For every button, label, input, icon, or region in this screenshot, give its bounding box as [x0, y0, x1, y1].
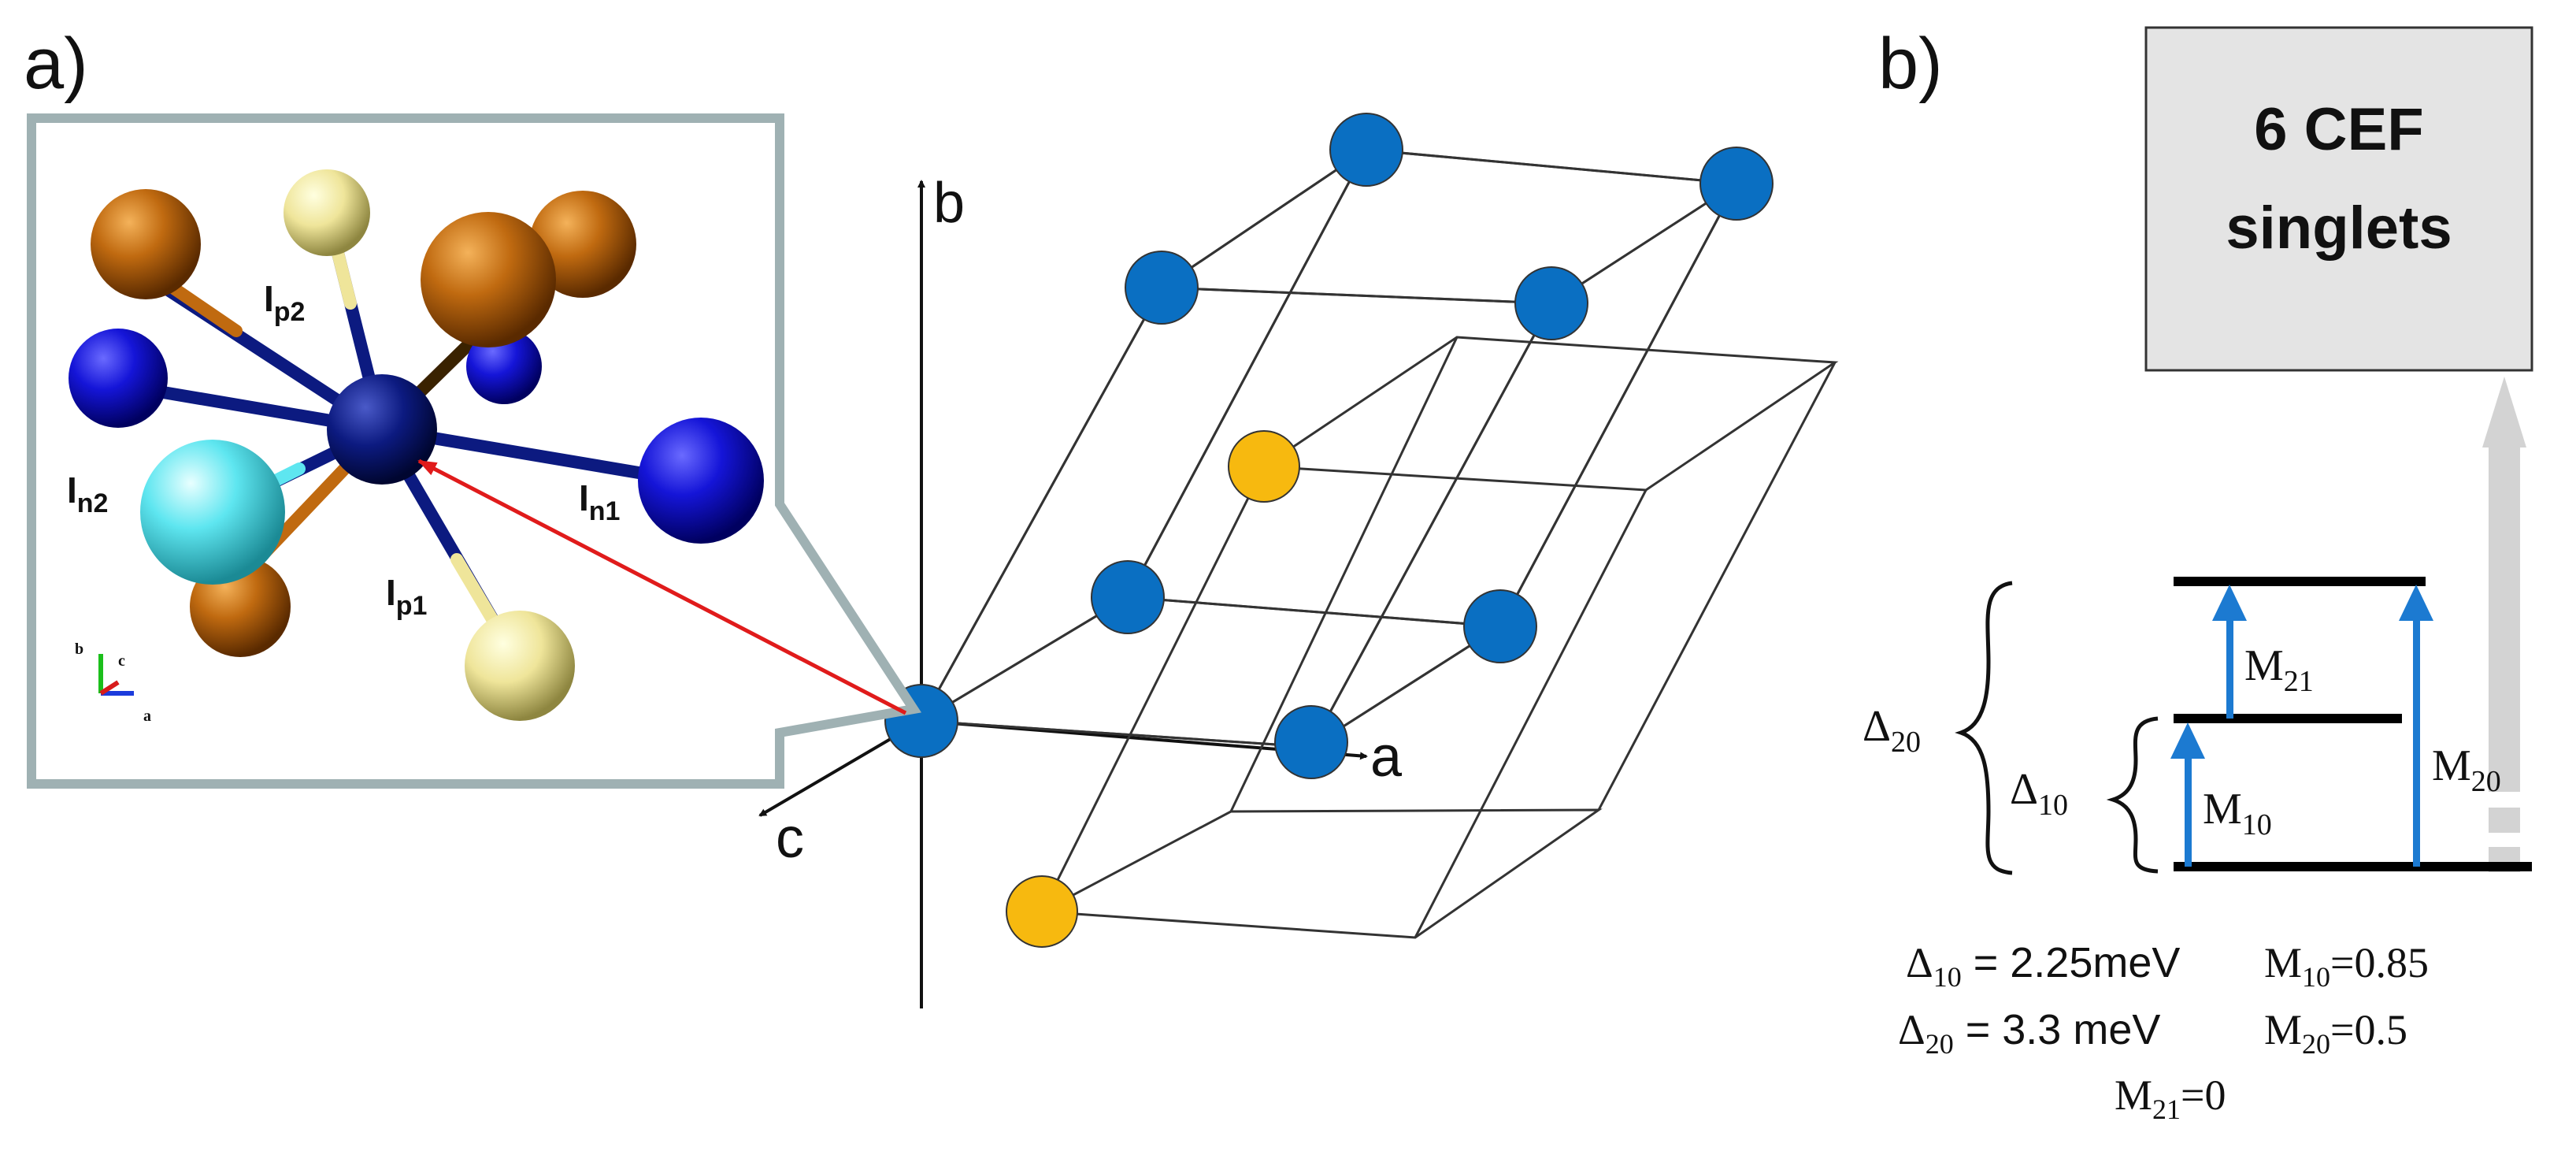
bond-label-n1: In1 — [579, 477, 620, 526]
label-m20: M20 — [2432, 741, 2501, 798]
arrow-m21-head — [2212, 585, 2247, 621]
grey-arrow-shaft — [2489, 445, 2520, 792]
label-delta20: Δ20 — [1863, 702, 1921, 759]
arrow-m10-head — [2170, 722, 2205, 759]
site-blue — [1274, 705, 1348, 779]
brace-delta10 — [2106, 716, 2159, 874]
axis-label-a: a — [1370, 726, 1403, 789]
cell-face-left — [917, 148, 1368, 725]
triad-c-arrow — [99, 680, 120, 696]
atom-blue — [466, 329, 542, 404]
grey-arrow-head — [2482, 377, 2526, 448]
grey-arrow-dash — [2489, 808, 2520, 833]
lattice-sites — [884, 113, 1774, 948]
site-blue — [1463, 589, 1537, 663]
triad-label-a: a — [143, 707, 151, 725]
cell2-face-bottom — [1037, 808, 1603, 939]
unit-cell-edges — [917, 148, 1839, 939]
cell-face-top — [1158, 148, 1740, 305]
eq-m10: M10=0.85 — [2264, 939, 2429, 993]
energy-levels — [2174, 577, 2532, 871]
grey-up-arrow — [2482, 377, 2526, 872]
arrow-m10-shaft — [2185, 752, 2192, 867]
label-delta10: Δ10 — [2010, 765, 2068, 822]
arrow-m21-shaft — [2226, 615, 2233, 719]
arrow-m20-shaft — [2413, 615, 2420, 867]
site-blue — [1091, 560, 1165, 634]
atom-cyan — [140, 440, 285, 585]
orientation-triad: b c a — [75, 641, 151, 725]
site-yellow — [1006, 875, 1078, 948]
triad-label-c: c — [118, 652, 125, 670]
eq-delta10: Δ10 = 2.25meV — [1906, 939, 2180, 993]
eq-m20: M20=0.5 — [2264, 1006, 2407, 1060]
site-blue — [1329, 113, 1403, 187]
cell-face-front — [919, 286, 1554, 748]
panel-label-a: a) — [24, 24, 88, 104]
axis-label-b: b — [933, 172, 965, 235]
site-blue — [1699, 147, 1774, 221]
label-m10: M10 — [2203, 785, 2272, 841]
atom-orange — [529, 191, 636, 298]
site-blue — [1514, 266, 1588, 340]
panel-label-b: b) — [1878, 24, 1943, 104]
atom-orange — [421, 212, 556, 347]
bond-label-p1: Ip1 — [386, 572, 427, 621]
atom-center — [327, 374, 437, 485]
atom-orange — [91, 189, 201, 299]
atom-blue — [69, 329, 168, 428]
cell2-edge-1 — [1040, 466, 1266, 912]
cell2-edge-4 — [1414, 489, 1648, 938]
bond-label-p2: Ip2 — [264, 278, 305, 327]
inset-molecule — [69, 169, 764, 721]
arrow-m20-head — [2399, 585, 2433, 621]
atom-blue — [638, 418, 764, 544]
eq-delta20: Δ20 = 3.3 meV — [1898, 1006, 2160, 1060]
cef-singlets-box — [2144, 26, 2533, 372]
cell2-edge-3 — [1597, 362, 1837, 811]
brace-delta20 — [1955, 581, 2013, 875]
site-blue — [1125, 251, 1199, 325]
eq-m21: M21=0 — [2115, 1071, 2226, 1125]
bond-label-n2: In2 — [67, 470, 108, 518]
atom-pale — [465, 611, 575, 721]
transition-arrows — [2170, 585, 2433, 867]
triad-label-b: b — [75, 641, 83, 658]
cef-box-line2: singlets — [2226, 195, 2452, 262]
label-m21: M21 — [2244, 641, 2314, 698]
cell2-edge-2 — [1229, 336, 1458, 812]
cell2-face-top — [1260, 336, 1839, 492]
site-yellow — [1228, 430, 1300, 503]
axis-label-c: c — [776, 807, 804, 870]
atom-pale — [284, 169, 370, 256]
cell-face-right — [1307, 180, 1740, 751]
red-link-arrow — [417, 459, 907, 715]
cef-box-line1: 6 CEF — [2254, 96, 2423, 163]
